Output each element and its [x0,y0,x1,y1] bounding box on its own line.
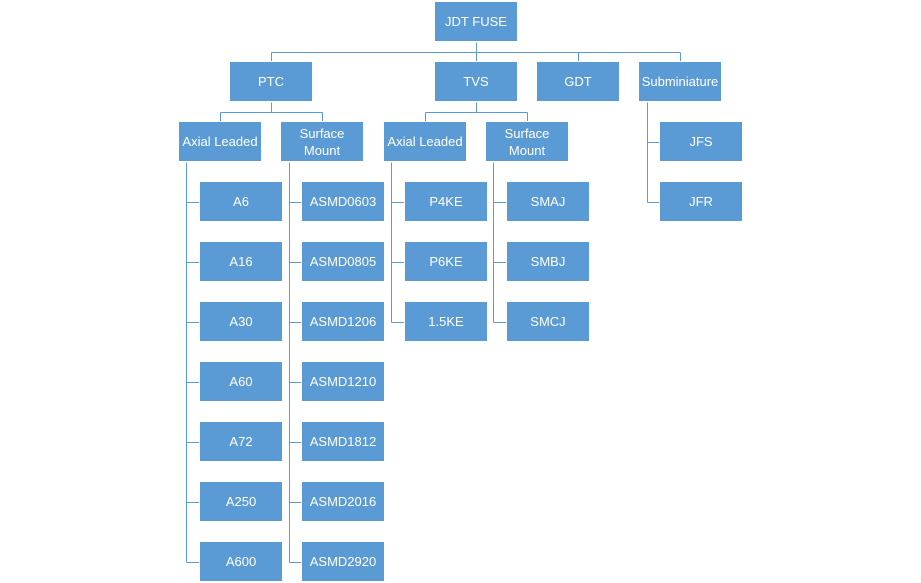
node-asmd0805: ASMD0805 [301,241,385,282]
node-1-5ke: 1.5KE [404,301,488,342]
node-a6: A6 [199,181,283,222]
node-subminiature: Subminiature [638,61,722,102]
node-jdt-fuse: JDT FUSE [434,1,518,42]
node-p6ke: P6KE [404,241,488,282]
node-tvs-axial-leaded: Axial Leaded [383,121,467,162]
node-tvs: TVS [434,61,518,102]
node-a250: A250 [199,481,283,522]
node-ptc: PTC [229,61,313,102]
node-asmd2920: ASMD2920 [301,541,385,582]
node-smcj: SMCJ [506,301,590,342]
node-a72: A72 [199,421,283,462]
node-jfr: JFR [659,181,743,222]
node-asmd1206: ASMD1206 [301,301,385,342]
node-a60: A60 [199,361,283,402]
node-asmd1210: ASMD1210 [301,361,385,402]
node-gdt: GDT [536,61,620,102]
node-smaj: SMAJ [506,181,590,222]
node-ptc-axial-leaded: Axial Leaded [178,121,262,162]
node-p4ke: P4KE [404,181,488,222]
node-smbj: SMBJ [506,241,590,282]
node-a16: A16 [199,241,283,282]
node-tvs-surface-mount: Surface Mount [485,121,569,162]
node-asmd0603: ASMD0603 [301,181,385,222]
node-ptc-surface-mount: Surface Mount [280,121,364,162]
node-a30: A30 [199,301,283,342]
node-jfs: JFS [659,121,743,162]
node-asmd2016: ASMD2016 [301,481,385,522]
node-asmd1812: ASMD1812 [301,421,385,462]
node-a600: A600 [199,541,283,582]
